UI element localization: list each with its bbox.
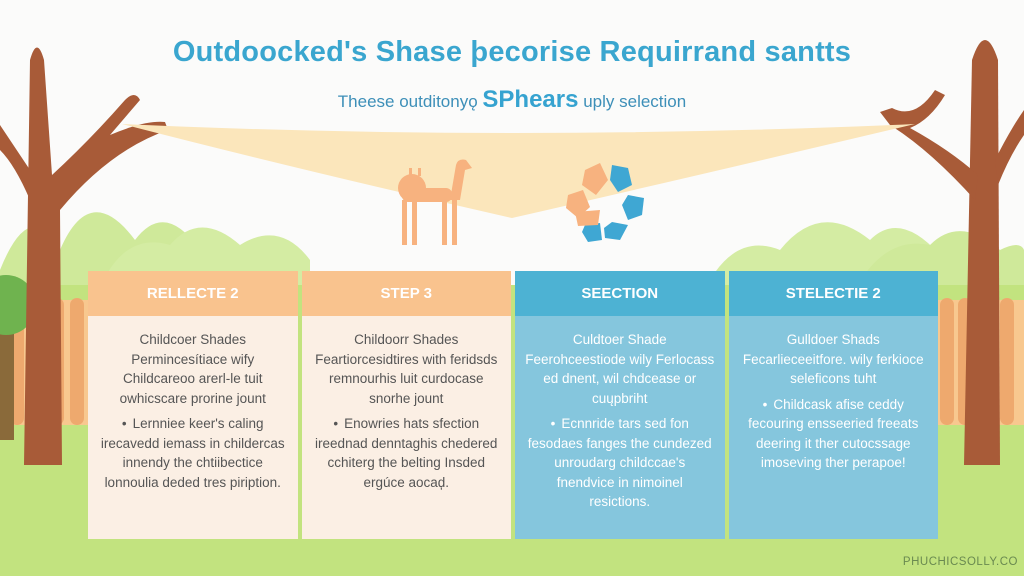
subtitle-prefix: Theese outditonyǫ: [337, 92, 478, 111]
petal-flower-icon: [566, 163, 644, 242]
card-intro: Childoorr Shades Feartiorcesidtires with…: [315, 332, 498, 406]
card-body: Childoorr Shades Feartiorcesidtires with…: [301, 316, 511, 539]
watermark: PHUCHICSOLLY.CO: [902, 556, 1018, 568]
page-title: Outdoocked's Shase þecorise Requirrand s…: [172, 36, 852, 68]
card-intro: Culdtoer Shade Feerohceestiode wily Ferl…: [525, 332, 715, 406]
card-header: SEECTION: [515, 271, 725, 316]
tree-left-icon: [0, 47, 168, 465]
card-bullet: Ecnnride tars sed fon fesodaes fanges th…: [525, 414, 715, 512]
card-1: RELLECTE 2 Childcoer Shades Permincesíti…: [88, 271, 298, 539]
tree-right-icon: [880, 40, 1024, 465]
card-bullet: Enowries hats sfection ireednad denntagh…: [312, 414, 502, 492]
subtitle-suffix: uply selection: [583, 92, 687, 111]
card-bullet: Childcask afise ceddy fecouring ensseeri…: [739, 395, 929, 473]
card-4: STELECTIE 2 Gulldoer Shads Fecarlieceeit…: [728, 271, 938, 539]
card-header: STEP 3: [301, 271, 511, 316]
camel-icon: [398, 159, 472, 245]
card-body: Gulldoer Shads Fecarlieceeitfore. wily f…: [728, 316, 938, 539]
card-intro: Gulldoer Shads Fecarlieceeitfore. wily f…: [742, 332, 924, 386]
card-3: SEECTION Culdtoer Shade Feerohceestiode …: [515, 271, 725, 539]
subtitle-emphasis: SPhears: [482, 86, 579, 113]
card-body: Culdtoer Shade Feerohceestiode wily Ferl…: [515, 316, 725, 539]
card-bullet: Lernniee keer's caling irecavedd iemass …: [98, 414, 288, 492]
page-subtitle: Theese outditonyǫ SPhears uply selection: [0, 86, 1024, 114]
card-intro: Childcoer Shades Permincesítiace wify Ch…: [119, 332, 266, 406]
cards-row: RELLECTE 2 Childcoer Shades Permincesíti…: [88, 271, 938, 539]
card-body: Childcoer Shades Permincesítiace wify Ch…: [88, 316, 298, 539]
shade-sail-icon: [122, 124, 915, 218]
card-2: STEP 3 Childoorr Shades Feartiorcesidtir…: [301, 271, 511, 539]
card-header: STELECTIE 2: [728, 271, 938, 316]
card-header: RELLECTE 2: [88, 271, 298, 316]
